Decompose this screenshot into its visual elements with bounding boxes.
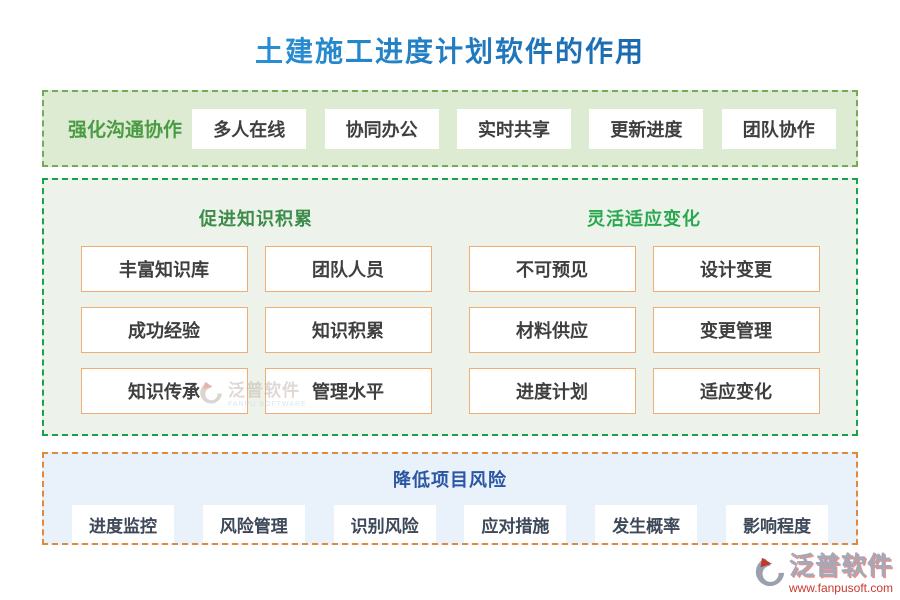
flexibility-group: 灵活适应变化 不可预见设计变更材料供应变更管理进度计划适应变化 — [450, 194, 838, 434]
communication-item-button[interactable]: 多人在线 — [192, 108, 307, 149]
risk-item-button[interactable]: 进度监控 — [72, 505, 174, 543]
flexibility-item-button[interactable]: 设计变更 — [652, 246, 820, 292]
flexibility-item-button[interactable]: 适应变化 — [652, 368, 820, 414]
risk-item-button[interactable]: 影响程度 — [725, 505, 828, 543]
page-title: 土建施工进度计划软件的作用 — [0, 30, 900, 70]
risk-items: 进度监控风险管理识别风险应对措施发生概率影响程度 — [72, 505, 828, 543]
footer-logo: 泛普软件 www.fanpusoft.com — [753, 554, 893, 594]
knowledge-group: 促进知识积累 丰富知识库团队人员成功经验知识积累知识传承管理水平 — [62, 194, 450, 434]
flexibility-label: 灵活适应变化 — [587, 209, 701, 229]
flexibility-item-button[interactable]: 变更管理 — [652, 307, 820, 353]
risk-item-button[interactable]: 识别风险 — [333, 505, 436, 543]
knowledge-item-button[interactable]: 知识传承 — [80, 368, 248, 414]
communication-label: 强化沟通协作 — [68, 120, 183, 141]
communication-items: 多人在线协同办公实时共享更新进度团队协作 — [188, 108, 840, 149]
knowledge-item-button[interactable]: 管理水平 — [264, 368, 432, 414]
knowledge-item-button[interactable]: 丰富知识库 — [80, 246, 248, 292]
knowledge-items: 丰富知识库团队人员成功经验知识积累知识传承管理水平 — [80, 246, 432, 414]
footer-url: www.fanpusoft.com — [788, 581, 893, 595]
risk-item-button[interactable]: 风险管理 — [202, 505, 305, 543]
knowledge-item-button[interactable]: 团队人员 — [264, 246, 432, 292]
fanpu-logo-icon — [753, 554, 787, 593]
footer-logo-text: 泛普软件 www.fanpusoft.com — [788, 552, 893, 595]
risk-item-button[interactable]: 应对措施 — [464, 505, 567, 543]
knowledge-item-button[interactable]: 知识积累 — [264, 307, 432, 353]
section-communication: 强化沟通协作 多人在线协同办公实时共享更新进度团队协作 — [42, 90, 858, 167]
flexibility-item-button[interactable]: 材料供应 — [468, 307, 636, 353]
footer-brand: 泛普软件 — [788, 552, 893, 580]
communication-item-button[interactable]: 实时共享 — [456, 108, 571, 149]
knowledge-item-button[interactable]: 成功经验 — [80, 307, 248, 353]
flexibility-item-button[interactable]: 不可预见 — [468, 246, 636, 292]
communication-item-button[interactable]: 更新进度 — [589, 108, 704, 149]
flexibility-items: 不可预见设计变更材料供应变更管理进度计划适应变化 — [468, 246, 820, 414]
section-risk: 降低项目风险 进度监控风险管理识别风险应对措施发生概率影响程度 — [42, 452, 858, 545]
risk-label: 降低项目风险 — [393, 470, 507, 490]
flexibility-item-button[interactable]: 进度计划 — [468, 368, 636, 414]
knowledge-label: 促进知识积累 — [199, 209, 313, 229]
section-middle: 促进知识积累 丰富知识库团队人员成功经验知识积累知识传承管理水平 灵活适应变化 … — [42, 178, 858, 436]
communication-item-button[interactable]: 协同办公 — [324, 108, 439, 149]
risk-item-button[interactable]: 发生概率 — [595, 505, 698, 543]
communication-item-button[interactable]: 团队协作 — [721, 108, 836, 149]
